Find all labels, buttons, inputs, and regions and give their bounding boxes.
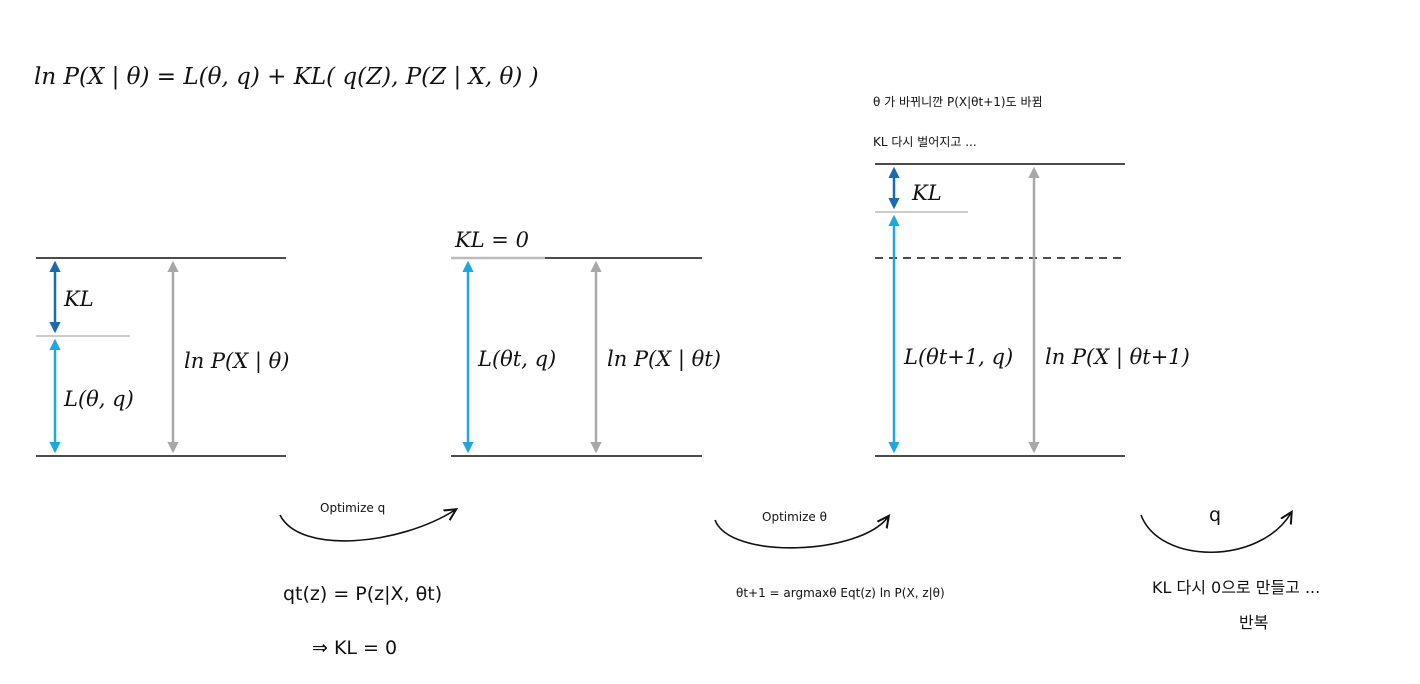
log-likelihood-label: ln P(X | θt+1) xyxy=(1045,345,1190,370)
log-likelihood-label: ln P(X | θt) xyxy=(607,347,721,372)
kl-label: KL xyxy=(63,287,94,311)
lower-bound-label: L(θt+1, q) xyxy=(903,345,1013,369)
step-line-2: 반복 xyxy=(1239,613,1268,632)
kl-zero-label: KL = 0 xyxy=(454,228,529,252)
curved-arrow-icon xyxy=(1140,513,1291,553)
panel-1: KL L(θ, q) ln P(X | θ) xyxy=(36,257,289,457)
title-equation: ln P(X | θ) = L(θ, q) + KL( q(Z), P(Z | … xyxy=(34,64,539,90)
step-formula: θt+1 = argmaxθ Eqt(z) ln P(X, z|θ) xyxy=(736,586,945,600)
curved-arrow-icon xyxy=(279,510,455,542)
step-1: Optimize q qt(z) = P(z|X, θt) ⇒ KL = 0 xyxy=(279,501,455,659)
panel-2: KL = 0 L(θt, q) ln P(X | θt) xyxy=(451,228,721,457)
lower-bound-label: L(θt, q) xyxy=(477,347,556,371)
note-line-2: KL 다시 벌어지고 ... xyxy=(873,135,977,149)
kl-label: KL xyxy=(911,181,942,205)
curved-arrow-icon xyxy=(714,517,888,549)
lower-bound-label: L(θ, q) xyxy=(63,387,134,411)
note-line-1: θ 가 바뀌니깐 P(X|θt+1)도 바뀜 xyxy=(873,95,1043,109)
step-3: q KL 다시 0으로 만들고 ... 반복 xyxy=(1140,504,1320,632)
step-result: ⇒ KL = 0 xyxy=(312,637,397,659)
step-line-1: KL 다시 0으로 만들고 ... xyxy=(1152,578,1320,597)
step-label: q xyxy=(1209,504,1221,526)
log-likelihood-label: ln P(X | θ) xyxy=(184,349,289,374)
step-2: Optimize θ θt+1 = argmaxθ Eqt(z) ln P(X,… xyxy=(714,510,945,600)
step-label: Optimize θ xyxy=(762,510,827,524)
step-formula: qt(z) = P(z|X, θt) xyxy=(283,583,442,605)
panel-3: θ 가 바뀌니깐 P(X|θt+1)도 바뀜 KL 다시 벌어지고 ... KL… xyxy=(873,95,1190,457)
step-label: Optimize q xyxy=(320,501,385,515)
